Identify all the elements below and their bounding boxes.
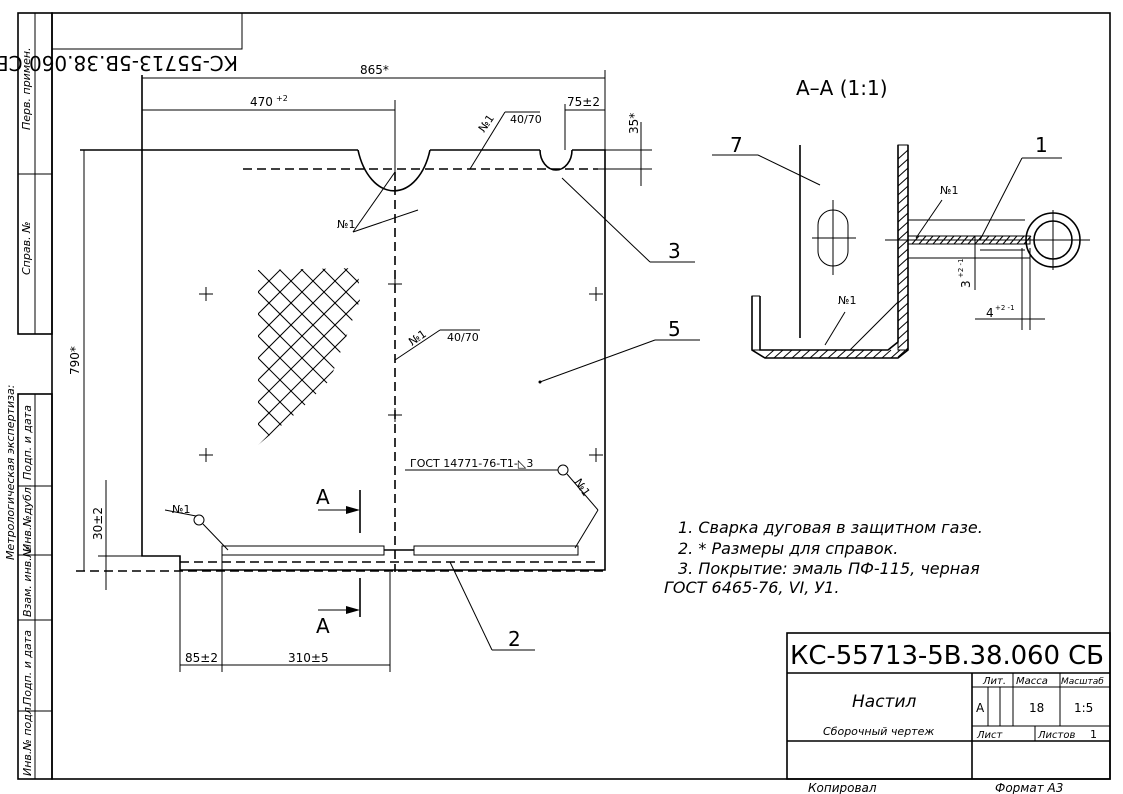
weld-mark-center: №1 — [406, 327, 429, 348]
title-block — [786, 632, 1111, 780]
left-side-strips — [17, 12, 53, 780]
weld-seam-top: 40/70 — [510, 113, 542, 126]
inv-podl-label: Инв.№ подл. — [21, 704, 34, 776]
position-leaders — [449, 177, 700, 651]
stamp-sheet-label: Лист — [976, 730, 1004, 741]
weld-mark-left: №1 — [337, 218, 355, 231]
dimension-lines — [83, 70, 652, 672]
note-3: 3. Покрытие: эмаль ПФ-115, черная — [678, 559, 980, 578]
mesh-hatch — [258, 268, 360, 445]
section-position-7: 7 — [730, 133, 743, 157]
perv-primen-label: Перв. примен. — [20, 47, 33, 130]
dim-bottom-span: 310±5 — [288, 651, 329, 665]
stamp-lit-value: А — [976, 701, 985, 715]
rivet-marks — [199, 277, 603, 462]
weld-mark-bottom-right: №1 — [572, 476, 593, 499]
position-3: 3 — [668, 239, 681, 263]
cut-label-upper: А — [316, 485, 330, 509]
position-5: 5 — [668, 317, 681, 341]
note-4: ГОСТ 6465-76, VI, У1. — [664, 578, 839, 597]
section-cut-markers — [318, 490, 361, 617]
dim-overall-width: 865* — [360, 63, 389, 77]
bottom-strip-right — [413, 545, 579, 556]
podp-data-label-2: Подп. и дата — [21, 630, 34, 705]
weld-mark-bottom-left: №1 — [172, 503, 190, 516]
stamp-sheets-value: 1 — [1090, 728, 1097, 741]
dim-top-offset: 35* — [627, 113, 641, 134]
stamp-mass-value: 18 — [1029, 701, 1044, 715]
weld-seam-center: 40/70 — [447, 331, 479, 344]
plate-outline — [80, 75, 606, 571]
section-position-1: 1 — [1035, 133, 1048, 157]
dim-bottom-offset: 30±2 — [91, 507, 105, 540]
stamp-mass-header: Масса — [1016, 676, 1048, 687]
section-title: А–А (1:1) — [796, 76, 888, 100]
dim-left-width: 470 — [250, 95, 273, 109]
section-dim-offset: 4 — [986, 306, 994, 320]
stamp-scale-header: Масштаб — [1061, 677, 1104, 687]
note-2: 2. * Размеры для справок. — [678, 539, 898, 558]
section-dim-gap: 3 — [959, 280, 973, 288]
dim-right-offset: 75±2 — [567, 95, 600, 109]
mirrored-designation: КС-55713-5В.38.060 СБ — [0, 51, 238, 75]
note-1: 1. Сварка дуговая в защитном газе. — [678, 518, 983, 537]
section-weld-upper: №1 — [940, 184, 958, 197]
dim-left-width-tol: +2 — [276, 94, 288, 103]
stamp-copied-label: Копировал — [808, 781, 877, 794]
stamp-doc-type: Сборочный чертеж — [823, 725, 934, 738]
sprav-no-label: Справ. № — [20, 221, 33, 275]
stamp-sheets-label: Листов — [1037, 730, 1075, 741]
stamp-designation: КС-55713-5В.38.060 СБ — [790, 641, 1104, 671]
stamp-lit-header: Лит. — [982, 676, 1006, 687]
metrology-label: Метрологическая экспертиза: — [4, 385, 17, 560]
section-dim-gap-tol: +2 -1 — [957, 258, 965, 278]
podp-data-label-1: Подп. и дата — [21, 405, 34, 480]
vzam-inv-label: Взам. инв.№ — [21, 546, 34, 617]
section-dim-offset-tol: +2 -1 — [995, 304, 1015, 312]
stamp-name: Настил — [852, 692, 916, 712]
inv-dubl-label: Инв.№дубл. — [21, 484, 34, 552]
weld-mark-top: №1 — [476, 112, 497, 135]
dim-bottom-left: 85±2 — [185, 651, 218, 665]
stamp-format-label: Формат А3 — [995, 781, 1063, 794]
section-leaders — [712, 154, 1062, 346]
weld-leaders — [164, 111, 599, 551]
bottom-strip-left — [221, 545, 385, 556]
dim-height: 790* — [68, 346, 82, 375]
section-view — [751, 144, 1090, 359]
mirrored-designation-box — [51, 12, 243, 50]
cut-label-lower: А — [316, 614, 330, 638]
position-2: 2 — [508, 627, 521, 651]
weld-standard: ГОСТ 14771-76-Т1-◺3 — [410, 457, 533, 470]
section-weld-lower: №1 — [838, 294, 856, 307]
stamp-scale-value: 1:5 — [1074, 701, 1093, 715]
